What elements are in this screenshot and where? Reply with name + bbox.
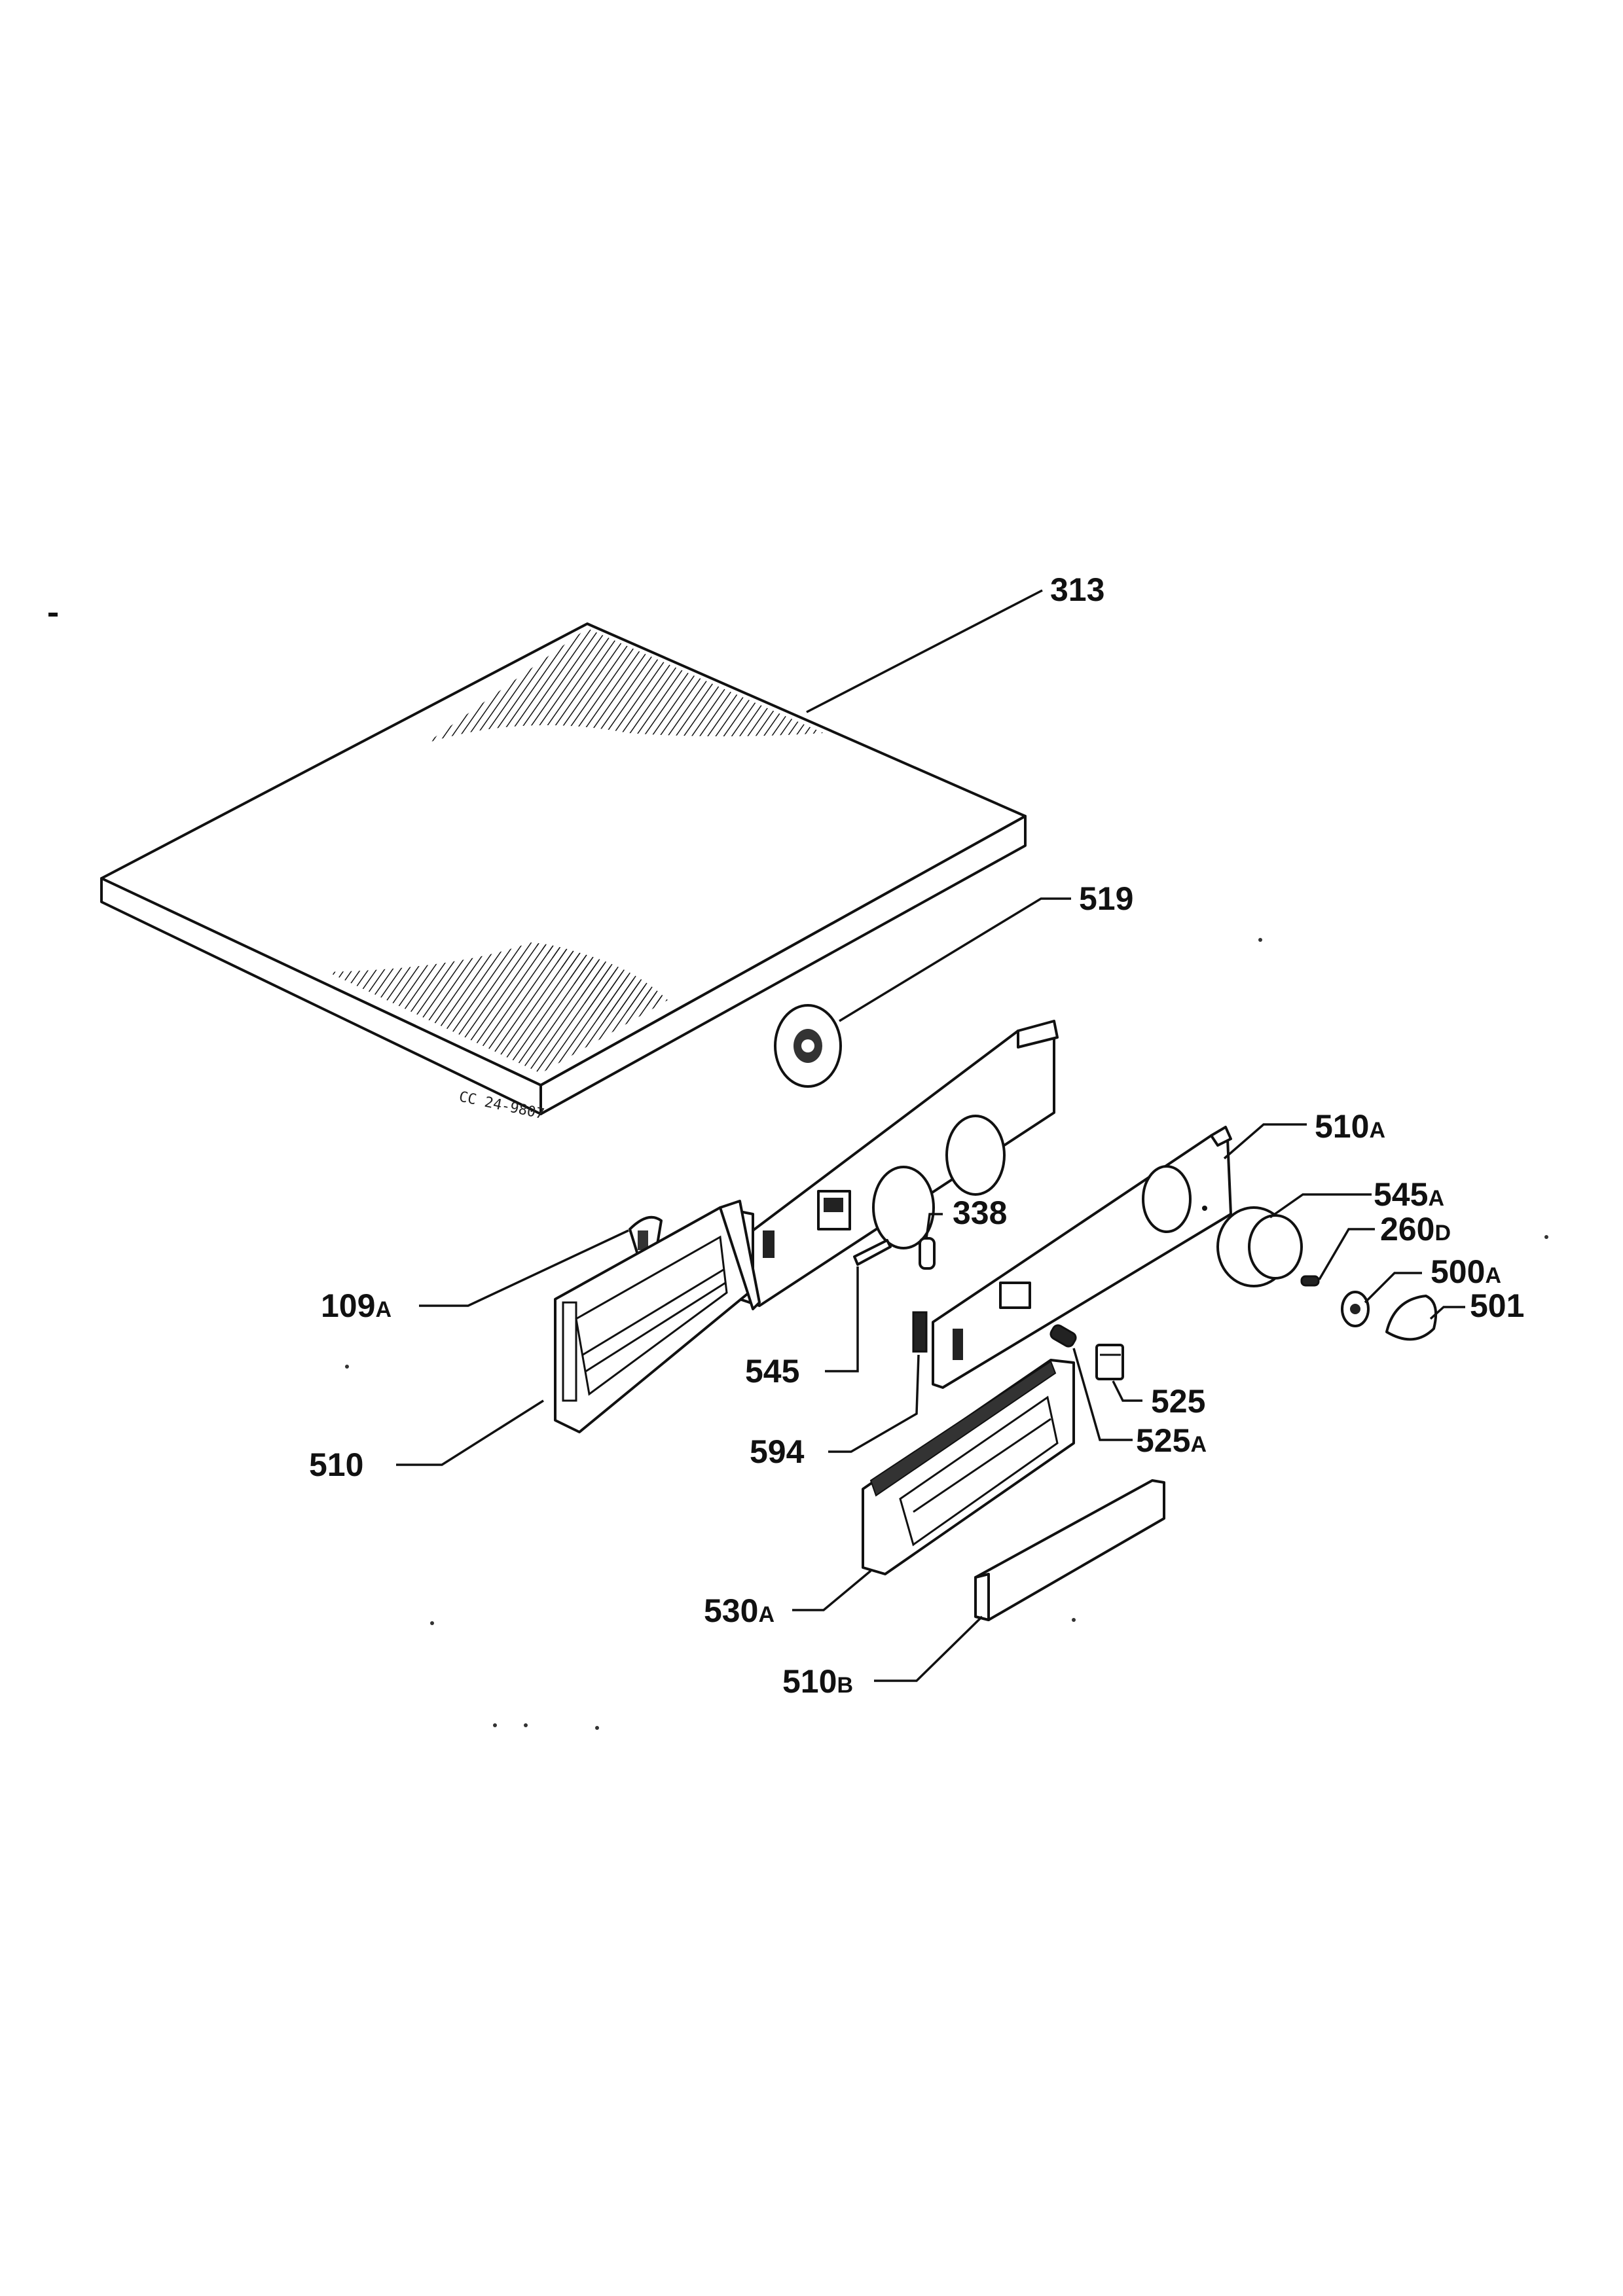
label-260d: 260D (1380, 1211, 1451, 1247)
panel-510a (932, 1126, 1232, 1389)
part-594 (912, 1311, 928, 1353)
label-500a: 500A (1431, 1253, 1501, 1290)
trim-strip-510b (974, 1479, 1165, 1621)
label-338: 338 (953, 1194, 1007, 1231)
spring-338 (919, 1237, 936, 1270)
label-510b: 510B (782, 1663, 853, 1700)
label-525: 525 (1151, 1383, 1205, 1420)
ring-500a (1341, 1291, 1370, 1327)
label-545a: 545A (1374, 1176, 1444, 1213)
switch-525 (1095, 1344, 1124, 1380)
scan-specks (48, 613, 1548, 1730)
label-525a: 525A (1136, 1422, 1207, 1459)
gear-519 (774, 1004, 842, 1088)
knob-cap-501 (1385, 1295, 1437, 1341)
label-313: 313 (1050, 571, 1104, 608)
label-594: 594 (750, 1433, 805, 1470)
leader-lines (396, 589, 1465, 1682)
handle-frame-530a (862, 1359, 1075, 1575)
lever-545 (853, 1239, 892, 1266)
label-545: 545 (745, 1353, 799, 1390)
label-510: 510 (309, 1446, 363, 1483)
label-530a: 530A (704, 1592, 775, 1629)
callout-labels: 313 519 510A 545A 260D 500A 501 338 109A… (309, 571, 1524, 1700)
label-109a: 109A (321, 1287, 392, 1324)
spring-260d (1300, 1275, 1320, 1287)
label-501: 501 (1470, 1287, 1524, 1324)
control-panel-510 (554, 1020, 1059, 1433)
top-cover-313: CC 24-9807 (100, 622, 1027, 1122)
label-519: 519 (1079, 880, 1133, 917)
spring-525a (1049, 1324, 1077, 1348)
label-510a: 510A (1315, 1108, 1385, 1145)
knob-545a (1216, 1206, 1303, 1287)
